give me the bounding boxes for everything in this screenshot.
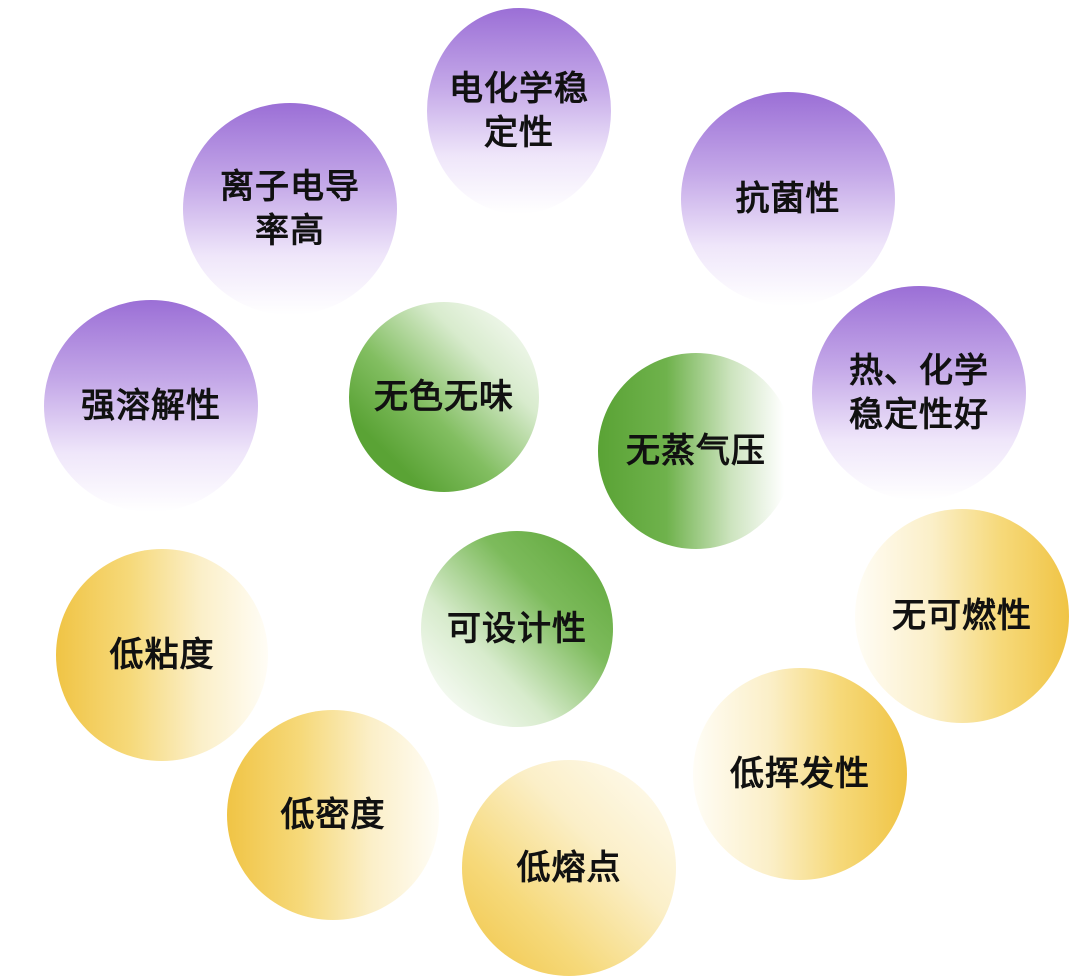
bubble-label: 强溶解性 xyxy=(81,385,221,426)
bubble-low-melting-point: 低熔点 xyxy=(462,760,676,976)
bubble-low-viscosity: 低粘度 xyxy=(56,549,268,761)
bubble-label: 低熔点 xyxy=(516,847,622,888)
bubble-antibacterial: 抗菌性 xyxy=(681,92,895,306)
bubble-colorless-odorless: 无色无味 xyxy=(349,302,539,492)
bubble-label: 热、化学 稳定性好 xyxy=(849,350,989,435)
bubble-high-ionic-conductivity: 离子电导 率高 xyxy=(183,103,397,315)
bubble-label: 可设计性 xyxy=(447,608,587,649)
bubble-label: 无蒸气压 xyxy=(626,430,766,471)
bubble-electrochemical-stability: 电化学稳 定性 xyxy=(427,8,611,214)
bubble-label: 抗菌性 xyxy=(735,178,841,219)
bubble-no-vapor-pressure: 无蒸气压 xyxy=(598,353,794,549)
bubble-thermal-chemical-stability: 热、化学 稳定性好 xyxy=(812,286,1026,500)
bubble-label: 无色无味 xyxy=(374,376,514,417)
bubble-low-volatility: 低挥发性 xyxy=(693,668,907,880)
bubble-designability: 可设计性 xyxy=(421,531,613,727)
bubble-label: 无可燃性 xyxy=(892,595,1032,636)
bubble-label: 低密度 xyxy=(280,794,386,835)
bubble-label: 低粘度 xyxy=(109,634,215,675)
bubble-label: 低挥发性 xyxy=(730,753,870,794)
bubble-low-density: 低密度 xyxy=(227,710,439,920)
bubble-label: 离子电导 率高 xyxy=(220,166,360,251)
bubble-non-flammable: 无可燃性 xyxy=(855,509,1069,723)
bubble-strong-solubility: 强溶解性 xyxy=(44,300,258,512)
bubble-label: 电化学稳 定性 xyxy=(449,68,589,153)
